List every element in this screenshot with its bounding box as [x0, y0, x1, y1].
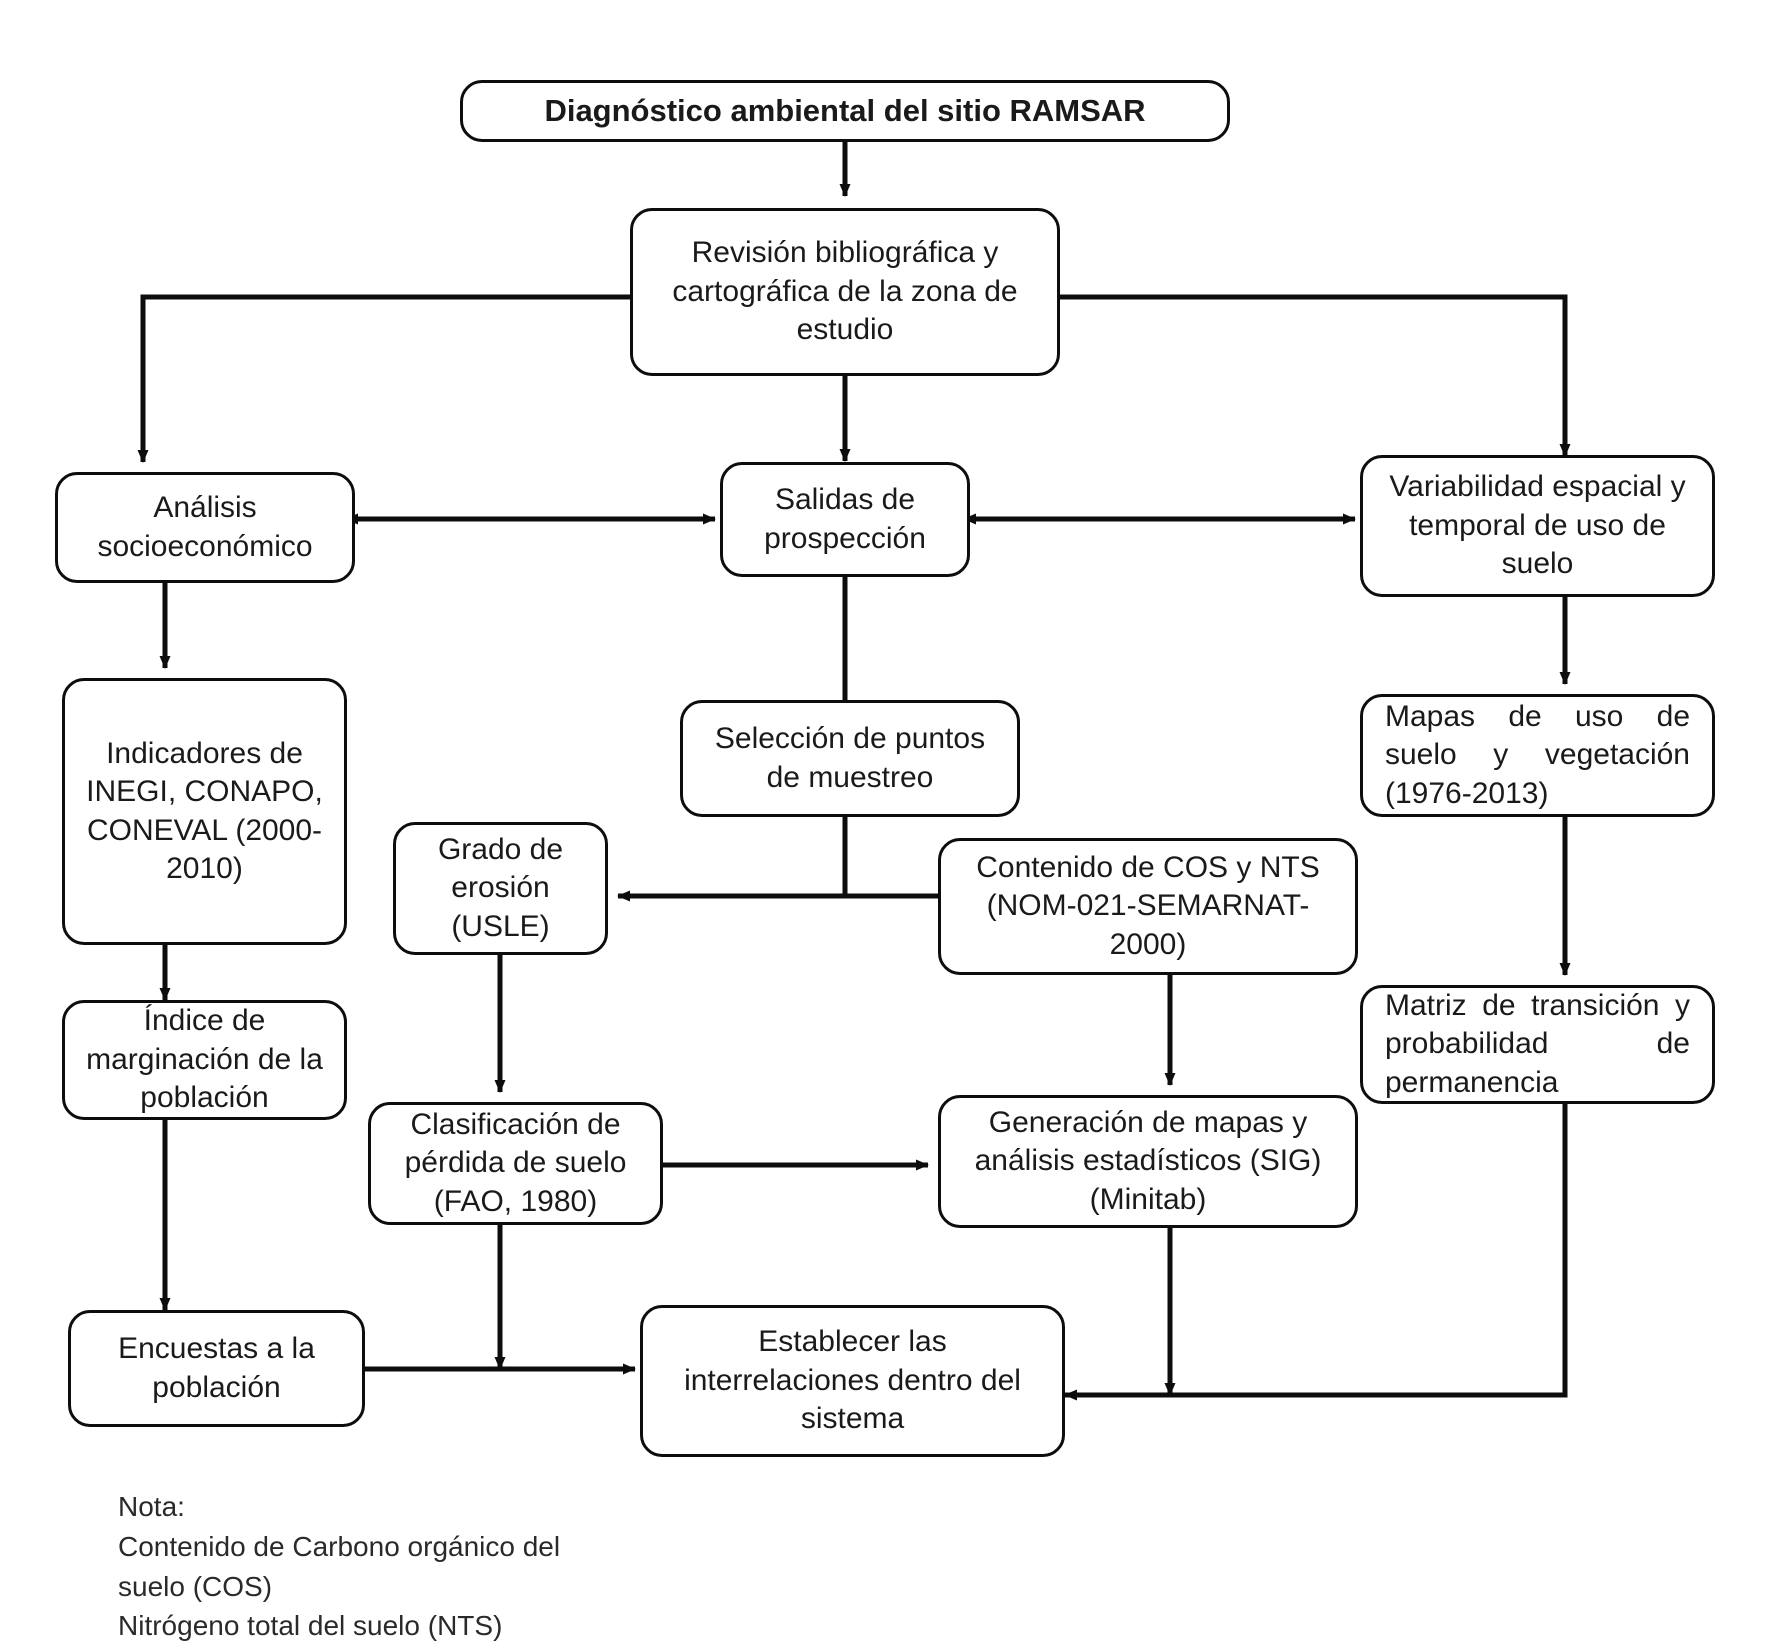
node-label: Salidas de prospección [764, 483, 926, 555]
node-contenido-cos-nts[interactable]: Contenido de COS y NTS (NOM-021-SEMARNAT… [938, 838, 1358, 975]
node-label: Revisión bibliográfica y cartográfica de… [672, 236, 1018, 347]
node-label: Indicadores de INEGI, CONAPO, CONEVAL (2… [86, 736, 323, 885]
node-salidas-prospeccion[interactable]: Salidas de prospección [720, 462, 970, 577]
node-label: Análisis socioeconómico [97, 491, 313, 563]
node-label: Establecer las interrelaciones dentro de… [684, 1325, 1021, 1436]
node-analisis-socioeconomico[interactable]: Análisis socioeconómico [55, 472, 355, 583]
node-encuestas-poblacion[interactable]: Encuestas a la población [68, 1310, 365, 1427]
node-variabilidad-espacial[interactable]: Variabilidad espacial y temporal de uso … [1360, 455, 1715, 597]
node-clasificacion-perdida-suelo[interactable]: Clasificación de pérdida de suelo (FAO, … [368, 1102, 663, 1225]
edge-revision-to-variabilidad [1060, 294, 1571, 457]
node-label: Matriz de transición y probabilidad de p… [1385, 988, 1690, 1099]
node-indicadores-inegi[interactable]: Indicadores de INEGI, CONAPO, CONEVAL (2… [62, 678, 347, 945]
diagram-note: Nota: Contenido de Carbono orgánico del … [118, 1491, 561, 1642]
node-generacion-mapas[interactable]: Generación de mapas y análisis estadísti… [938, 1095, 1358, 1228]
node-label: Encuestas a la población [118, 1332, 315, 1404]
node-mapas-uso-suelo[interactable]: Mapas de uso de suelo y vegetación (1976… [1360, 694, 1715, 817]
node-label: Mapas de uso de suelo y vegetación (1976… [1385, 699, 1690, 810]
node-label: Variabilidad espacial y temporal de uso … [1389, 470, 1686, 581]
node-label: Selección de puntos de muestreo [714, 722, 986, 794]
node-indice-marginacion[interactable]: Índice de marginación de la población [62, 1000, 347, 1120]
node-label: Generación de mapas y análisis estadísti… [974, 1105, 1322, 1216]
node-revision-bibliografica[interactable]: Revisión bibliográfica y cartográfica de… [630, 208, 1060, 376]
node-establecer-interrelaciones[interactable]: Establecer las interrelaciones dentro de… [640, 1305, 1065, 1457]
node-label: Índice de marginación de la población [86, 1004, 323, 1115]
node-label: Diagnóstico ambiental del sitio RAMSAR [544, 93, 1146, 129]
node-label: Grado de erosión (USLE) [437, 832, 564, 943]
node-seleccion-puntos[interactable]: Selección de puntos de muestreo [680, 700, 1020, 817]
node-label: Contenido de COS y NTS (NOM-021-SEMARNAT… [976, 850, 1320, 961]
node-grado-erosion[interactable]: Grado de erosión (USLE) [393, 822, 608, 955]
node-label: Clasificación de pérdida de suelo (FAO, … [404, 1107, 627, 1218]
edge-revision-to-socioeconomico [137, 294, 630, 463]
node-diagnostico-ambiental[interactable]: Diagnóstico ambiental del sitio RAMSAR [460, 80, 1230, 142]
node-matriz-transicion[interactable]: Matriz de transición y probabilidad de p… [1360, 985, 1715, 1104]
